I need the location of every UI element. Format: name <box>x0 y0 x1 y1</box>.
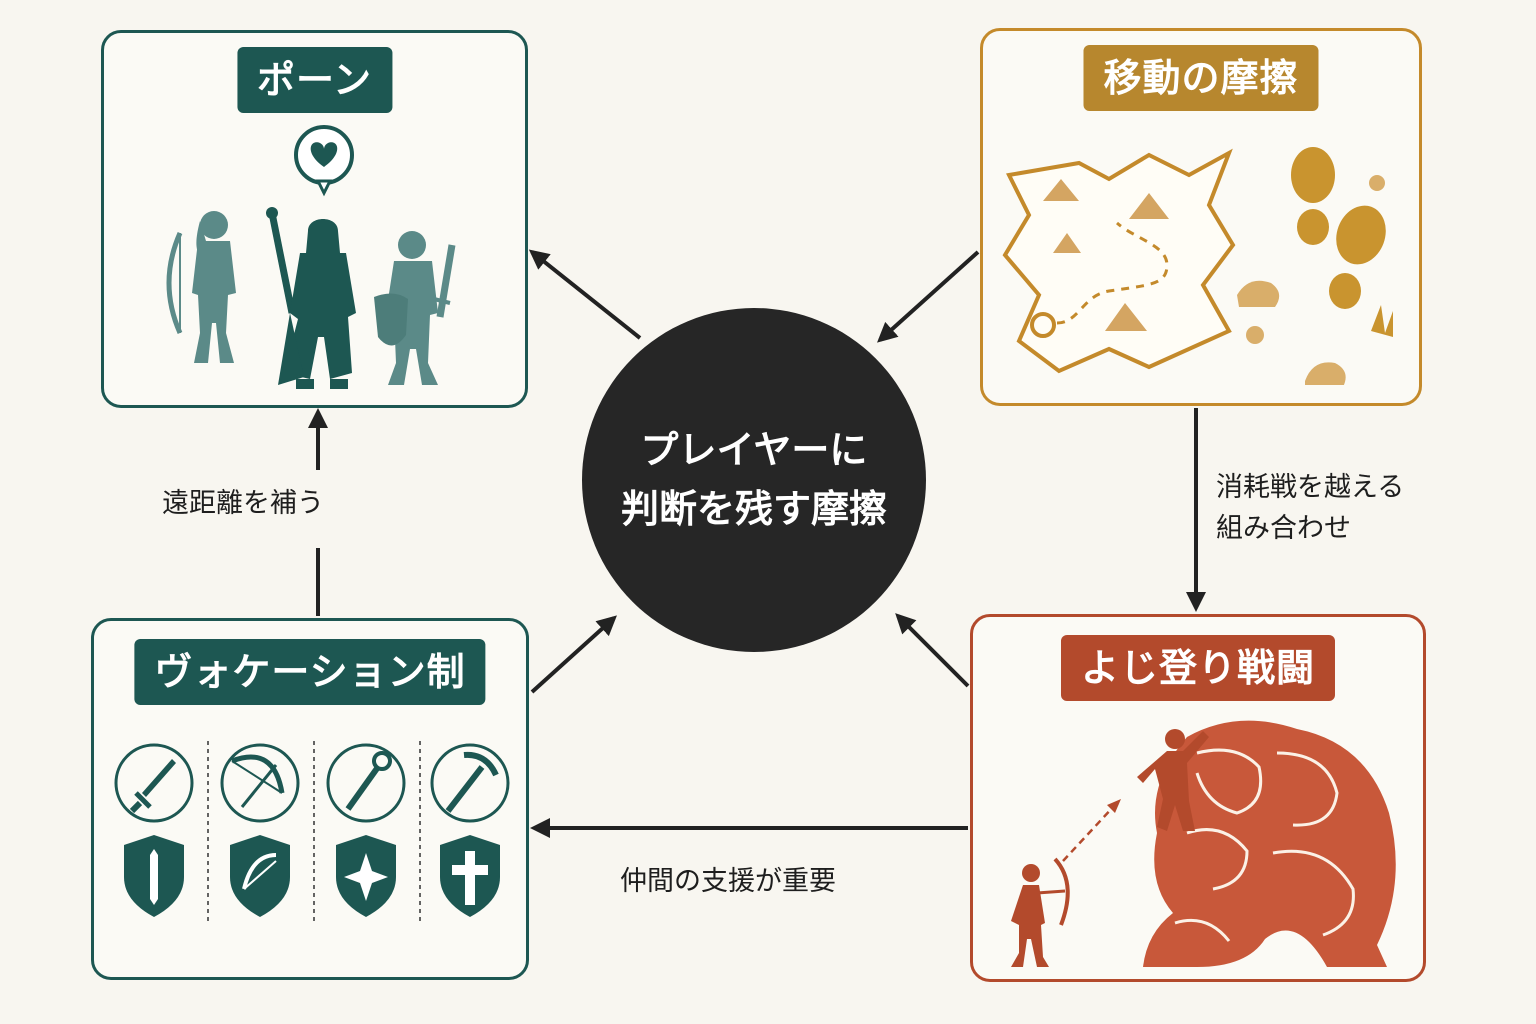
archer-silhouette-icon <box>166 211 236 363</box>
arrow-climb-to-center <box>895 613 970 688</box>
movement-panel: 移動の摩擦 <box>980 28 1422 406</box>
bow-icon <box>220 743 300 823</box>
vocation-illustration <box>114 741 510 923</box>
monster-icon <box>1143 720 1396 967</box>
rocks-icon <box>1237 175 1393 385</box>
arrow-center-to-pawn <box>528 249 642 340</box>
arrow-movement-to-center <box>877 250 980 343</box>
arrow-vocation-to-center <box>530 615 617 694</box>
vocation-title: ヴォケーション制 <box>134 639 486 705</box>
pawn-panel: ポーン <box>101 30 528 408</box>
treasure-map-icon <box>1002 148 1236 374</box>
movement-illustration <box>1002 147 1393 385</box>
pawn-title: ポーン <box>236 47 393 113</box>
mage-silhouette-icon <box>266 207 356 389</box>
edge-label-attrition-line-1: 消耗戦を越える <box>1216 472 1405 503</box>
footprints-icon <box>1291 147 1386 309</box>
shield-sword-icon <box>124 835 184 917</box>
climb-illustration <box>1011 720 1396 967</box>
edge-label-attrition: 消耗戦を越える 組み合わせ <box>1216 468 1404 549</box>
heart-speech-icon <box>294 125 354 197</box>
edge-label-attrition-line-2: 組み合わせ <box>1216 512 1351 544</box>
edge-label-support: 仲間の支援が重要 <box>620 866 836 897</box>
center-hub: プレイヤーに 判断を残す摩擦 <box>582 308 926 652</box>
edge-label-long-range: 遠距離を補う <box>162 488 324 519</box>
pawn-illustration <box>166 125 456 389</box>
knight-silhouette-icon <box>374 231 456 385</box>
climb-panel: よじ登り戦闘 <box>970 614 1426 982</box>
vocation-panel: ヴォケーション制 <box>91 618 529 980</box>
center-line-1: プレイヤーに <box>640 428 868 473</box>
movement-title: 移動の摩擦 <box>1083 45 1319 111</box>
shield-cross-icon <box>440 835 500 917</box>
archer-icon <box>1011 799 1121 967</box>
shield-bow-icon <box>230 835 290 917</box>
shield-star-icon <box>336 835 396 917</box>
staff-icon <box>326 743 406 823</box>
climb-title: よじ登り戦闘 <box>1060 635 1336 701</box>
climber-icon <box>1137 729 1209 831</box>
pickaxe-icon <box>430 743 510 823</box>
center-line-2: 判断を残す摩擦 <box>620 487 887 531</box>
sword-icon <box>114 743 194 823</box>
